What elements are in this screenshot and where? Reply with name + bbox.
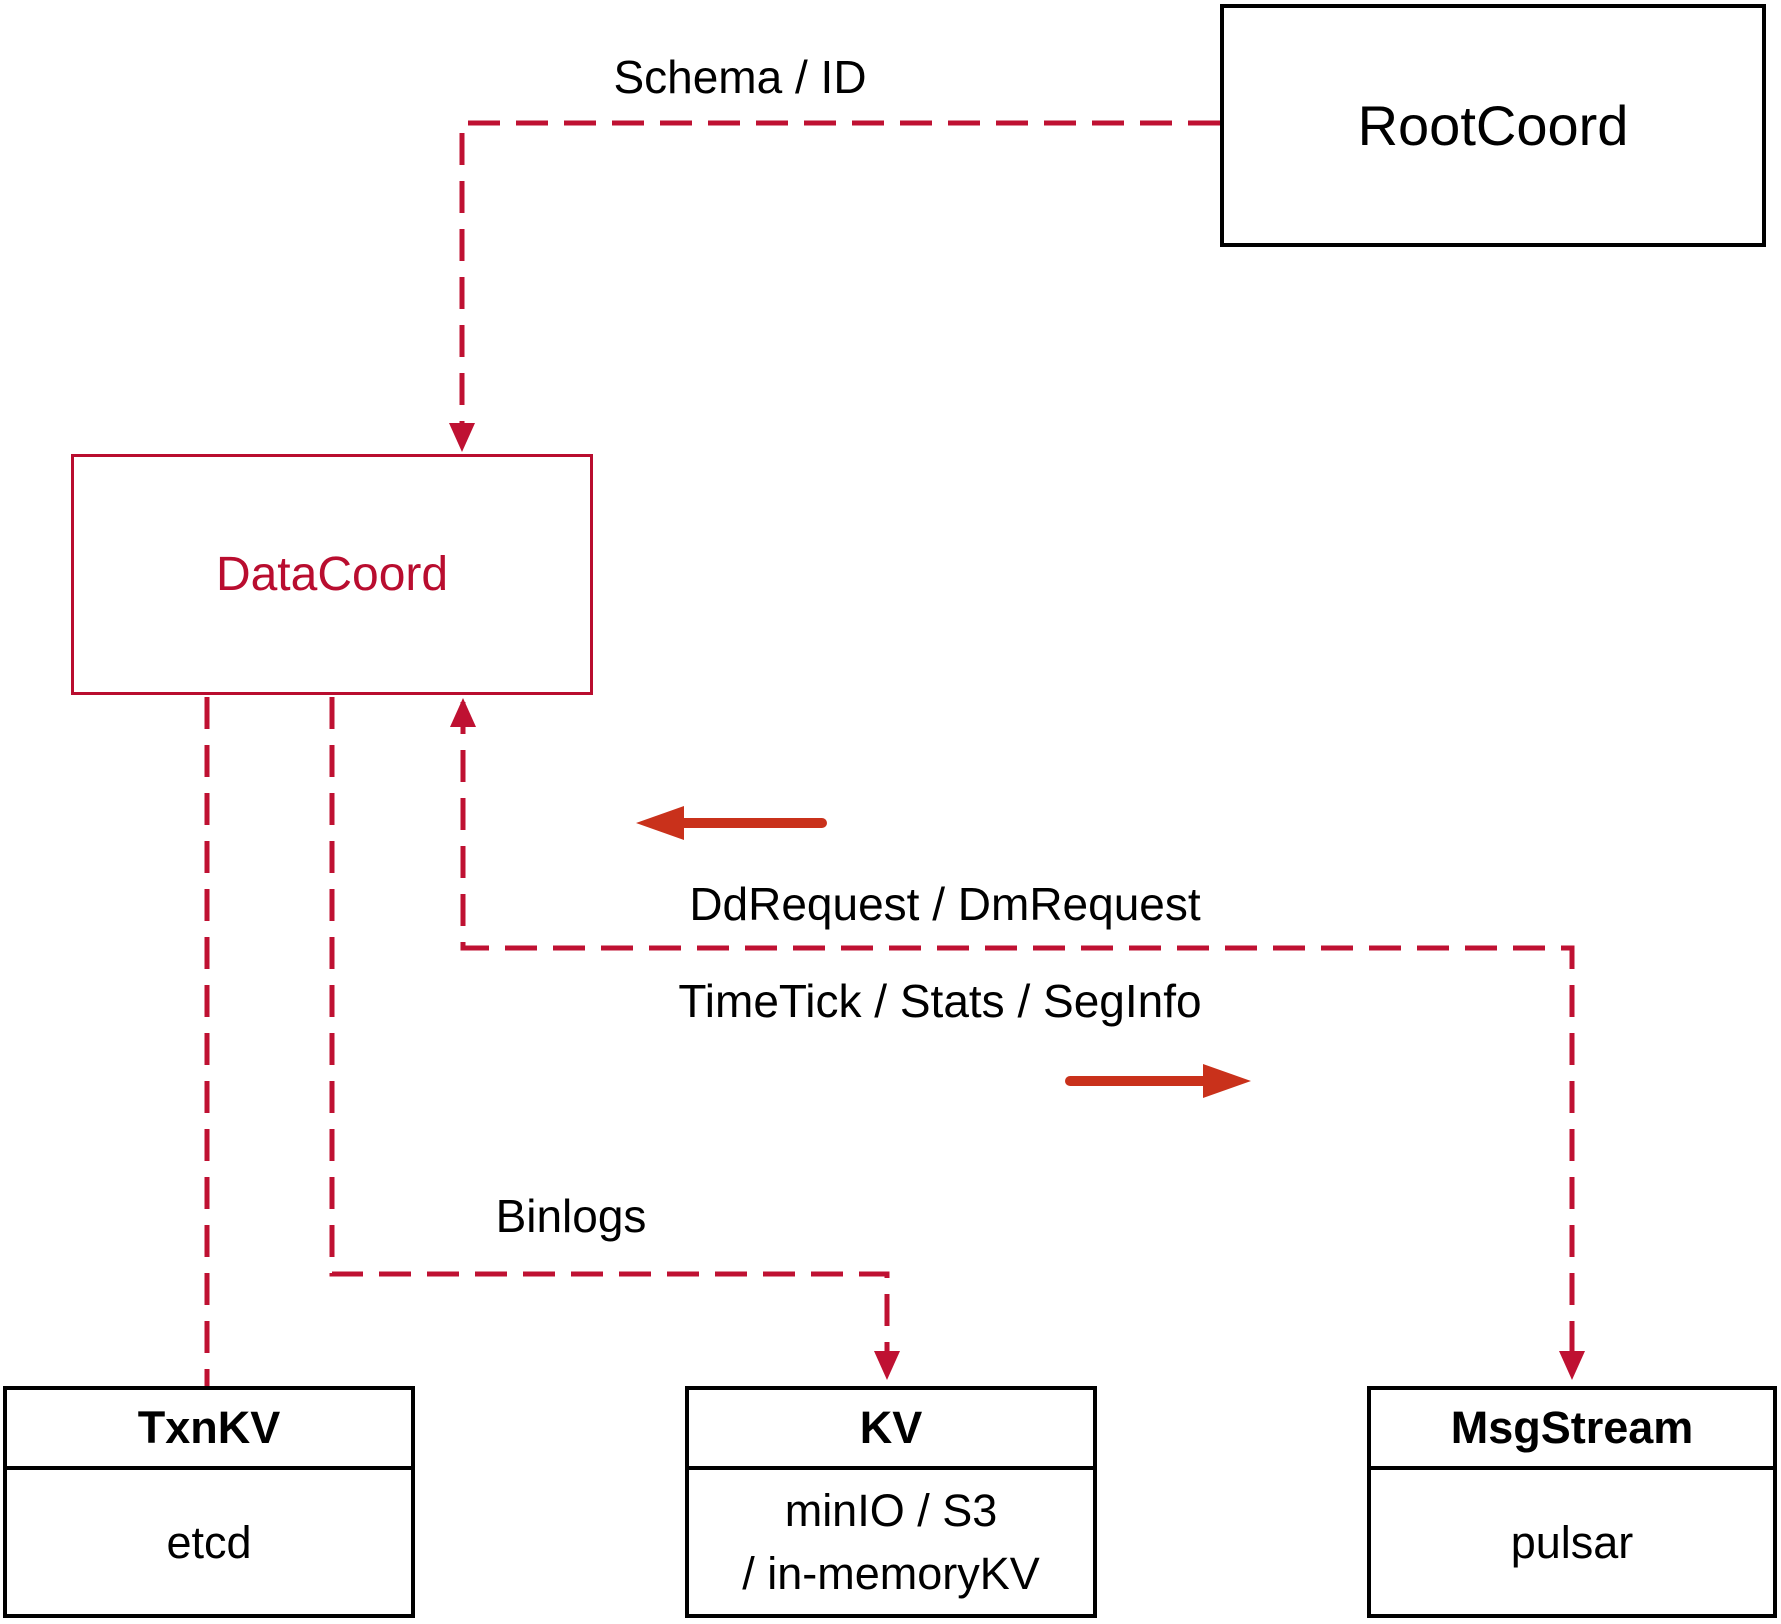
timetick-stats-seginfo-edge-label: TimeTick / Stats / SegInfo [678,975,1202,1027]
datacoord-up-arrowhead [450,698,476,727]
txnkv-subtitle: etcd [166,1516,252,1568]
right-flow-arrowhead [1203,1064,1251,1098]
kv-down-arrowhead [874,1351,900,1380]
kv-node: KV minIO / S3 / in-memoryKV [685,1386,1097,1618]
msgstream-title: MsgStream [1371,1390,1773,1470]
kv-subtitle-line1: minIO / S3 [784,1485,998,1536]
rootcoord-label: RootCoord [1357,94,1629,157]
schema-id-arrowhead [449,423,475,452]
kv-subtitle-line2: / in-memoryKV [742,1548,1040,1599]
datacoord-label: DataCoord [215,548,449,601]
kv-title: KV [689,1390,1093,1470]
txnkv-node: TxnKV etcd [3,1386,415,1618]
schema-id-edge-label: Schema / ID [613,51,867,103]
txnkv-title: TxnKV [7,1390,411,1470]
ddrequest-timetick-edge [460,702,1575,1372]
binlogs-edge-label: Binlogs [495,1190,647,1242]
datacoord-node: DataCoord [71,454,593,695]
schema-id-edge [459,120,1220,444]
ddrequest-dmrequest-edge-label: DdRequest / DmRequest [689,878,1201,930]
msgstream-subtitle: pulsar [1510,1516,1634,1568]
msgstream-down-arrowhead [1559,1351,1585,1380]
left-flow-arrowhead [636,806,684,840]
rootcoord-node: RootCoord [1220,4,1766,247]
msgstream-node: MsgStream pulsar [1367,1386,1777,1618]
binlogs-edge [329,697,890,1372]
